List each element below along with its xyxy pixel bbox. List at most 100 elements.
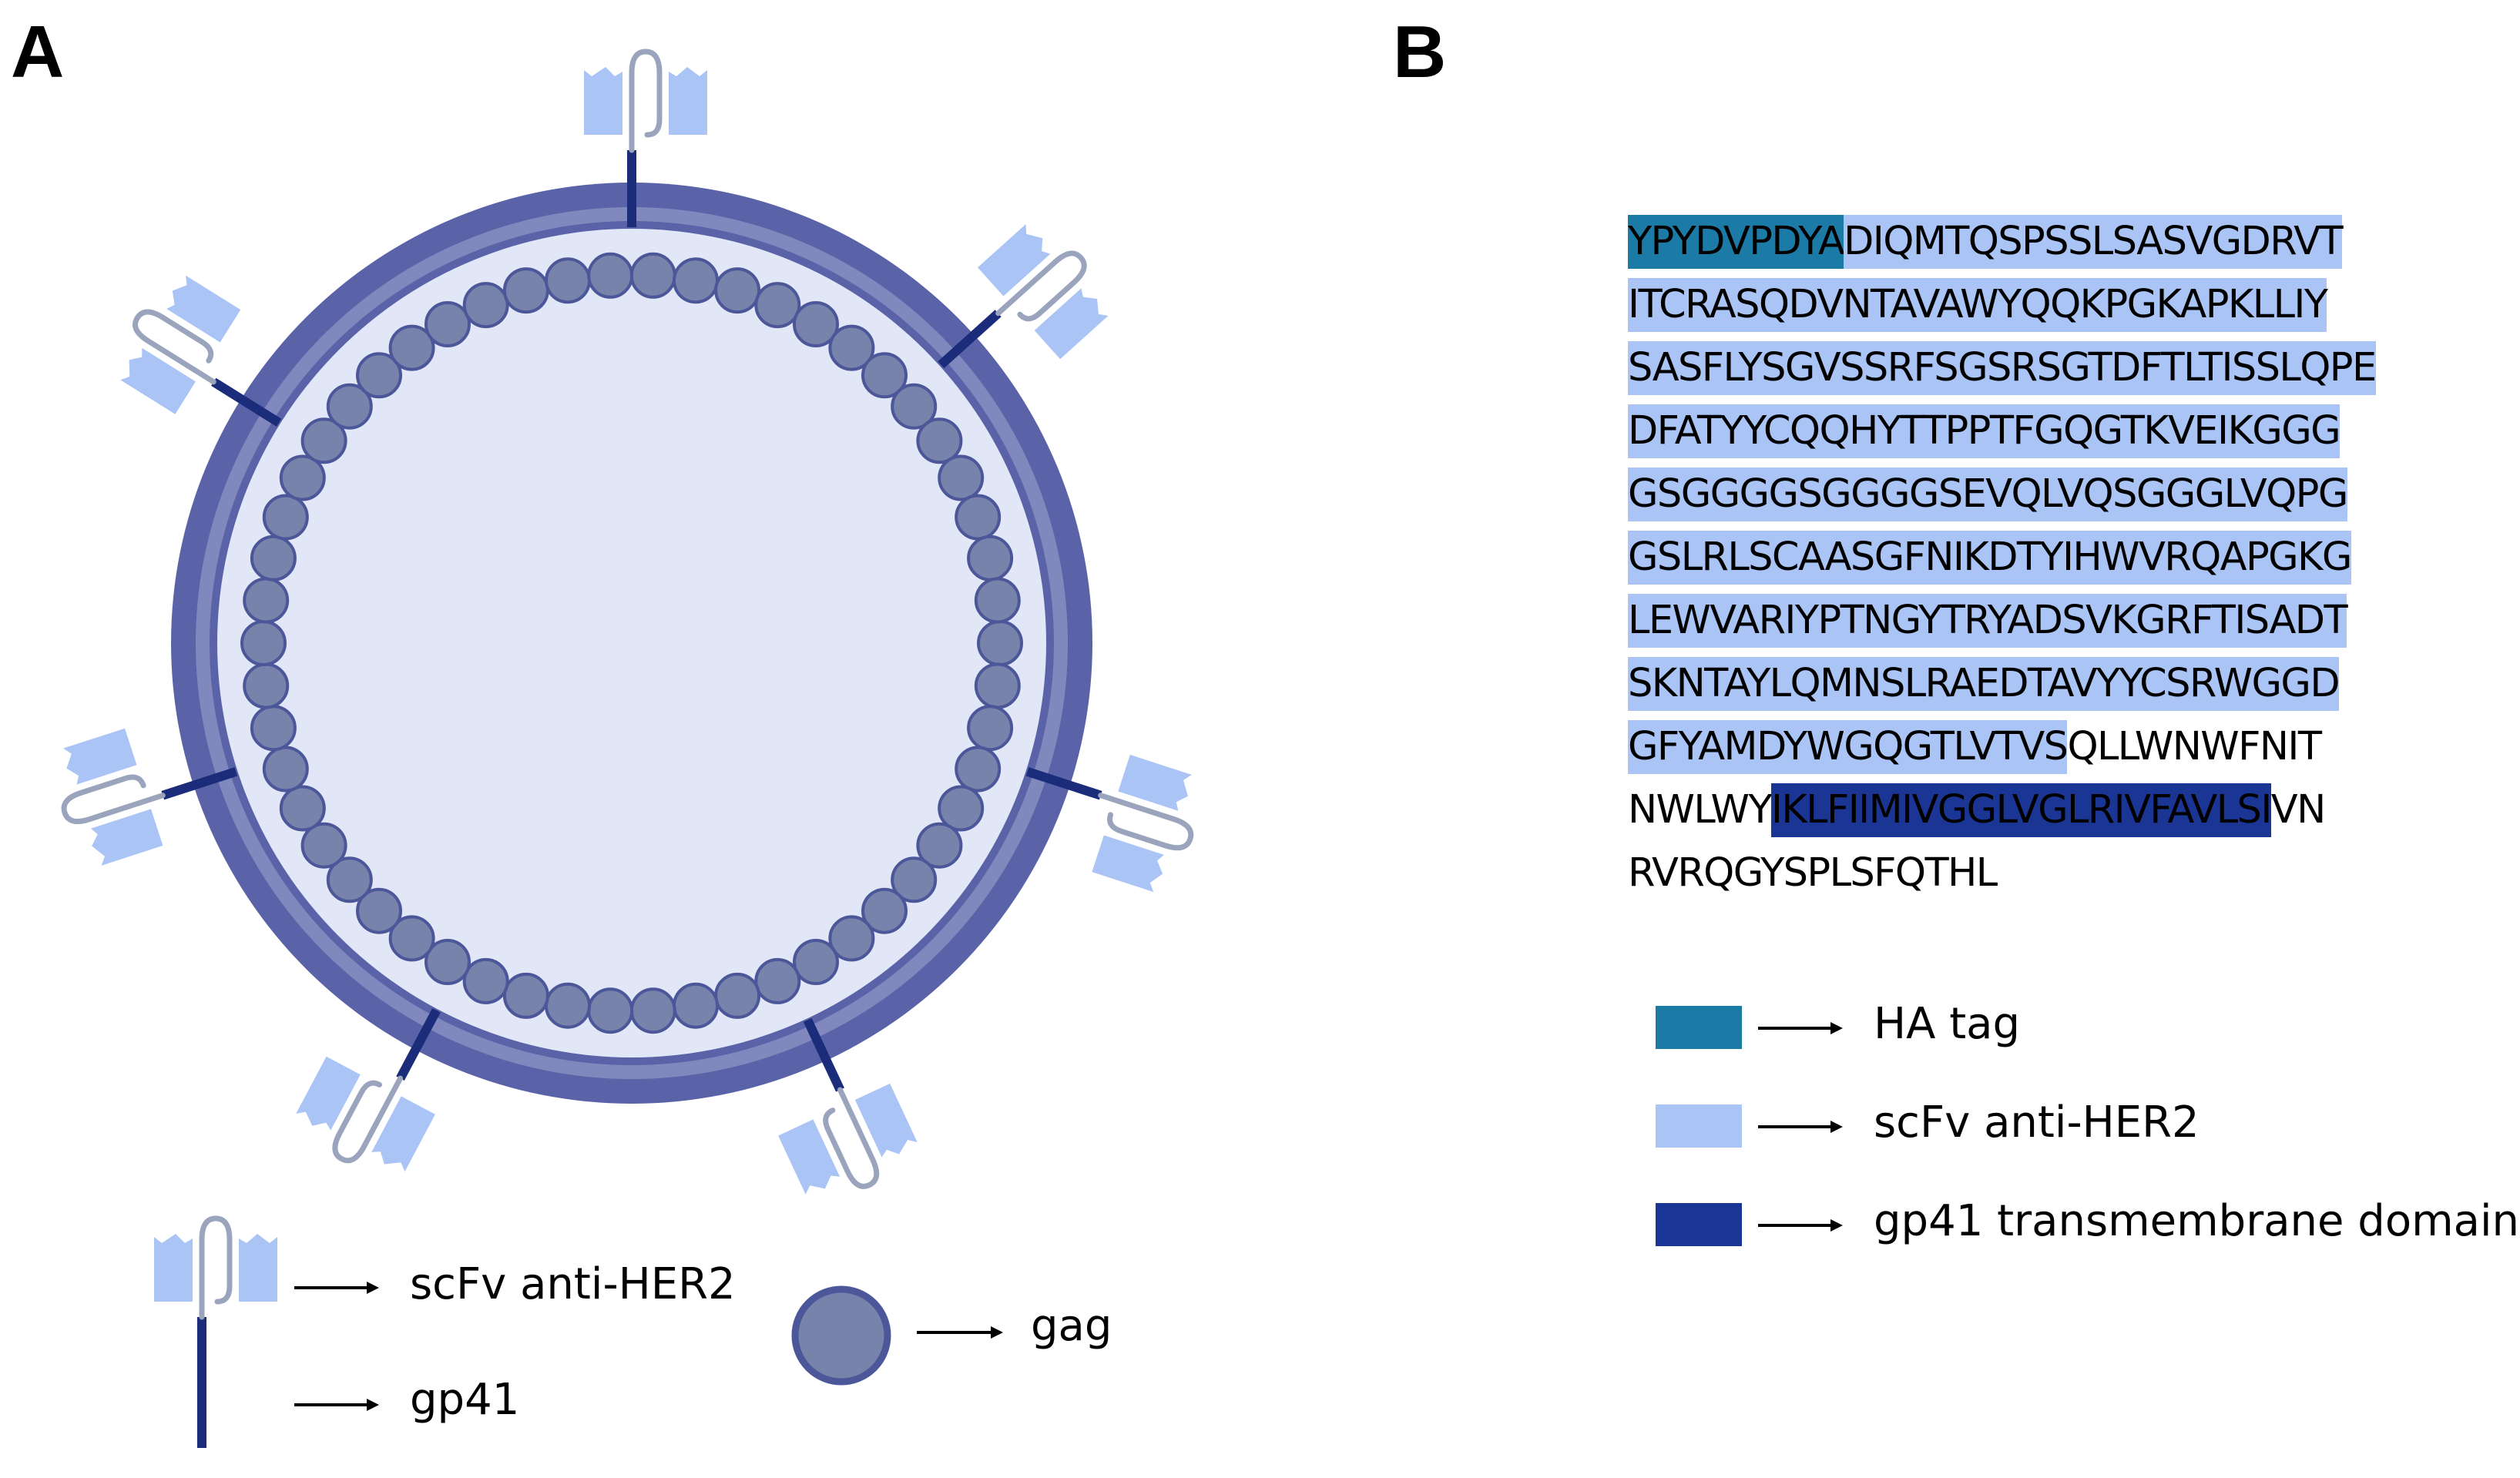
legend-gp41-label: gp41 — [410, 1375, 520, 1425]
gag-protein — [424, 301, 471, 347]
scfv-linker — [629, 49, 663, 153]
legend-swatch-ha-tag — [1656, 1006, 1742, 1049]
scfv-vl-domain — [120, 347, 196, 414]
gag-protein — [967, 705, 1014, 752]
gag-protein — [388, 915, 435, 962]
sequence-line: ITCRASQDVNTAVAWYQQKPGKAPKLLIY — [1628, 273, 2406, 337]
gag-protein — [356, 887, 402, 934]
gag-protein — [891, 856, 938, 903]
gag-protein — [300, 822, 347, 869]
sequence-segment-scfv: SASFLYSGVSSRFSGSRSGTDFTLTISSLQPE — [1628, 341, 2377, 395]
gag-protein — [262, 494, 309, 541]
env-protein-6 — [61, 728, 238, 866]
legend-scfv-label: scFv anti-HER2 — [410, 1259, 736, 1309]
scfv-linker — [1098, 793, 1194, 851]
gag-protein — [793, 301, 839, 347]
gag-protein — [250, 535, 297, 581]
sequence-segment-scfv: DFATYYCQQHYTTPPTFGQGTKVEIKGGG — [1628, 404, 2341, 458]
panel-a-letter: A — [11, 11, 65, 93]
gag-protein — [462, 957, 509, 1004]
sequence-line: RVRQGYSPLSFQTHL — [1628, 842, 2406, 905]
scfv-linker — [823, 1087, 880, 1189]
scfv-linker — [995, 250, 1087, 322]
sequence-line: GFYAMDYWGQGTLVTVSQLLWNWFNIT — [1628, 716, 2406, 779]
panel-a: A scFv anti-HER2 gp41 gag — [11, 11, 1194, 1448]
scfv-vl-domain — [154, 1234, 193, 1302]
gag-protein — [714, 972, 761, 1019]
legend-swatch-scfv — [1656, 1104, 1742, 1148]
gag-protein — [754, 957, 801, 1004]
gag-protein — [279, 454, 326, 501]
scfv-vh-domain — [778, 1119, 841, 1195]
sequence-segment-scfv: SKNTAYLQMNSLRAEDTAVYYCSRWGGD — [1628, 657, 2340, 711]
env-protein-2 — [938, 224, 1109, 369]
scfv-vl-domain — [1118, 754, 1192, 811]
legend-swatch-gp41-tm — [1656, 1203, 1742, 1246]
gag-protein — [502, 267, 549, 314]
gag-protein — [326, 383, 373, 430]
gag-protein — [754, 282, 801, 329]
gag-protein — [673, 257, 719, 304]
legend-arrow-gp41-tm — [1758, 1219, 1843, 1232]
gag-protein — [891, 383, 938, 430]
gag-protein — [673, 982, 719, 1029]
gag-protein — [462, 282, 509, 329]
sequence-segment-scfv: GFYAMDYWGQGTLVTVS — [1628, 720, 2069, 774]
gag-protein — [279, 785, 326, 832]
scfv-vh-domain — [669, 67, 707, 135]
sequence-line: GSLRLSCAASGFNIKDTYIHWVRQAPGKG — [1628, 526, 2406, 589]
gag-protein — [629, 987, 676, 1034]
gag-protein — [938, 454, 985, 501]
sequence-segment-scfv: GSLRLSCAASGFNIKDTYIHWVRQAPGKG — [1628, 531, 2352, 585]
gp41-stem — [803, 1017, 844, 1092]
gag-protein — [828, 324, 875, 371]
gag-protein — [793, 939, 839, 985]
gag-protein — [629, 252, 676, 299]
scfv-vl-domain — [584, 67, 622, 135]
env-protein-1 — [584, 49, 707, 227]
gag-protein — [388, 324, 435, 371]
gag-protein — [240, 620, 287, 666]
scfv-vl-domain — [978, 224, 1051, 297]
sequence-line: SKNTAYLQMNSLRAEDTAVYYCSRWGGD — [1628, 652, 2406, 716]
scfv-linker — [133, 309, 216, 385]
panel-b-letter: B — [1393, 11, 1447, 93]
gag-protein — [916, 822, 963, 869]
scfv-linker — [332, 1075, 404, 1164]
gag-protein — [828, 915, 875, 962]
gag-protein — [243, 662, 290, 709]
gag-ring — [240, 252, 1023, 1034]
gag-protein — [243, 577, 290, 624]
gp41-stem — [197, 1317, 206, 1448]
sequence-line: NWLWYIKLFIIMIVGGLVGLRIVFAVLSIVN — [1628, 779, 2406, 842]
scfv-vh-domain — [296, 1056, 361, 1131]
env-protein-4 — [778, 1017, 918, 1195]
sequence-segment-plain: VN — [2270, 787, 2326, 833]
gp41-stem — [161, 767, 238, 800]
env-protein-7 — [120, 275, 282, 427]
gag-protein — [974, 577, 1021, 624]
env-protein-3 — [1025, 754, 1194, 893]
scfv-vh-domain — [239, 1234, 277, 1302]
sequence-segment-ha: YPYDVPDYA — [1628, 215, 1845, 269]
scfv-linker — [199, 1215, 233, 1320]
gp41-stem — [396, 1008, 441, 1081]
scfv-vl-domain — [371, 1096, 435, 1172]
gag-protein — [587, 987, 634, 1034]
sequence-segment-scfv: GSGGGGSGGGGSEVQLVQSGGGLVQPG — [1628, 468, 2348, 521]
gag-protein — [326, 856, 373, 903]
legend-arrow-gp41 — [294, 1399, 379, 1411]
scfv-vl-domain — [854, 1083, 918, 1158]
gag-protein — [967, 535, 1014, 581]
gag-protein — [955, 494, 1002, 541]
gag-protein — [545, 982, 591, 1029]
envelope-proteins — [61, 49, 1194, 1195]
sequence-line: LEWVARIYPTNGYTRYADSVKGRFTISADT — [1628, 589, 2406, 652]
gag-legend-icon — [791, 1285, 891, 1386]
gag-protein — [861, 887, 908, 934]
sequence-line: YPYDVPDYADIQMTQSPSSLSASVGDRVT — [1628, 210, 2406, 273]
env-protein-legend — [154, 1215, 277, 1448]
legend-arrow-scfv — [294, 1282, 379, 1294]
